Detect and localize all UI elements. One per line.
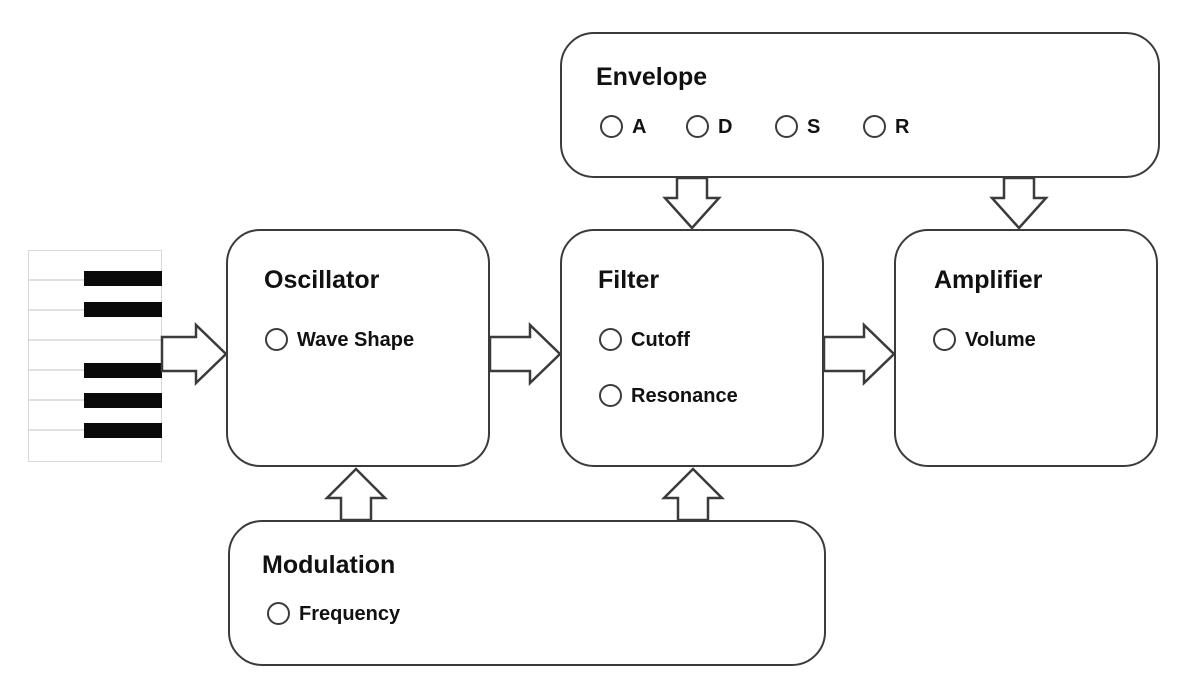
frequency-label: Frequency [299,602,401,625]
sustain-knob[interactable]: S [775,115,820,138]
sustain-label: S [807,115,821,138]
black-key [84,363,162,378]
knob-icon [600,115,623,138]
wave-shape-label: Wave Shape [297,328,415,351]
arrow-right [822,322,896,386]
volume-label: Volume [965,328,1036,351]
release-knob[interactable]: R [863,115,909,138]
amplifier-box: Amplifier Volume [894,229,1158,467]
cutoff-label: Cutoff [631,328,690,351]
decay-knob[interactable]: D [686,115,732,138]
envelope-title: Envelope [596,63,708,91]
knob-icon [267,602,290,625]
arrow-right [488,322,562,386]
piano-keyboard-icon [28,250,162,462]
volume-knob[interactable]: Volume [933,328,1036,351]
knob-icon [686,115,709,138]
knob-icon [599,328,622,351]
modulation-title: Modulation [262,551,396,579]
frequency-knob[interactable]: Frequency [267,602,400,625]
arrow-up [660,467,726,522]
attack-knob[interactable]: A [600,115,646,138]
arrow-down [989,176,1049,230]
wave-shape-knob[interactable]: Wave Shape [265,328,414,351]
arrow-down [662,176,722,230]
release-label: R [895,115,910,138]
resonance-label: Resonance [631,384,738,407]
modulation-box: Modulation Frequency [228,520,826,666]
decay-label: D [718,115,733,138]
black-key [84,271,162,286]
knob-icon [775,115,798,138]
oscillator-title: Oscillator [264,266,380,294]
black-key [84,393,162,408]
envelope-box: Envelope A D S R [560,32,1160,178]
black-key [84,302,162,317]
knob-icon [265,328,288,351]
oscillator-box: Oscillator Wave Shape [226,229,490,467]
amplifier-title: Amplifier [934,266,1043,294]
filter-title: Filter [598,266,660,294]
arrow-up [323,467,389,522]
arrow-right [160,322,228,386]
black-key [84,423,162,438]
knob-icon [933,328,956,351]
knob-icon [599,384,622,407]
cutoff-knob[interactable]: Cutoff [599,328,690,351]
resonance-knob[interactable]: Resonance [599,384,738,407]
knob-icon [863,115,886,138]
attack-label: A [632,115,647,138]
